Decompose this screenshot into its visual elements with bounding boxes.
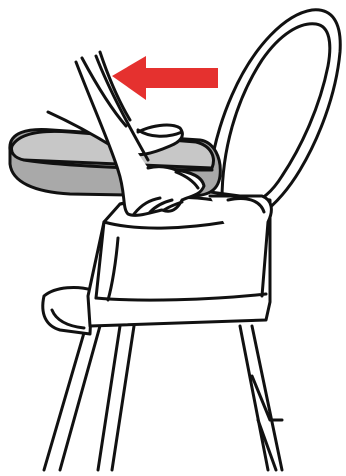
rear-legs [240,326,282,470]
left-arrow-icon [112,56,218,100]
front-legs [44,326,134,470]
footrest [43,288,92,334]
